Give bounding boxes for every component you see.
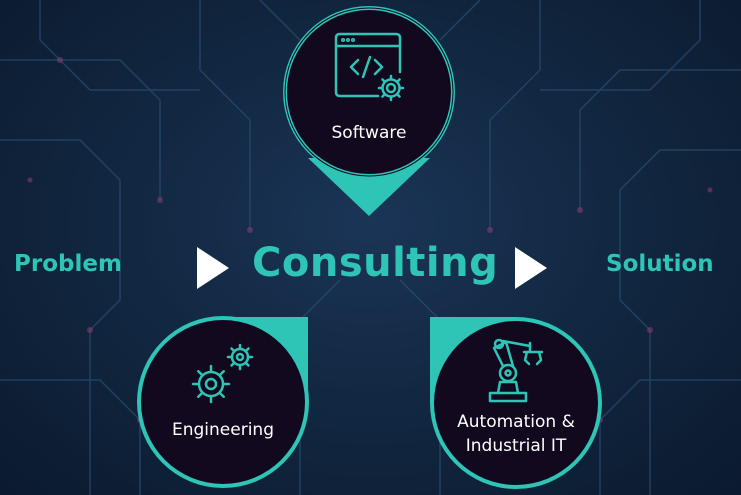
software-node [283,6,455,216]
solution-label: Solution [606,251,714,277]
gears-icon [191,343,254,404]
consulting-title: Consulting [252,240,499,286]
code-window-gear-icon [334,32,405,102]
software-label: Software [331,123,407,143]
problem-label: Problem [14,251,122,277]
automation-label-line2: Industrial IT [465,436,567,456]
engineering-node [137,316,309,488]
robot-arm-icon [488,338,544,403]
software-pointer [308,158,430,216]
arrow-right-icon [515,247,547,289]
automation-node [430,317,602,489]
engineering-label: Engineering [172,420,274,440]
automation-label-line1: Automation & [457,412,575,432]
arrow-right-icon [197,247,229,289]
